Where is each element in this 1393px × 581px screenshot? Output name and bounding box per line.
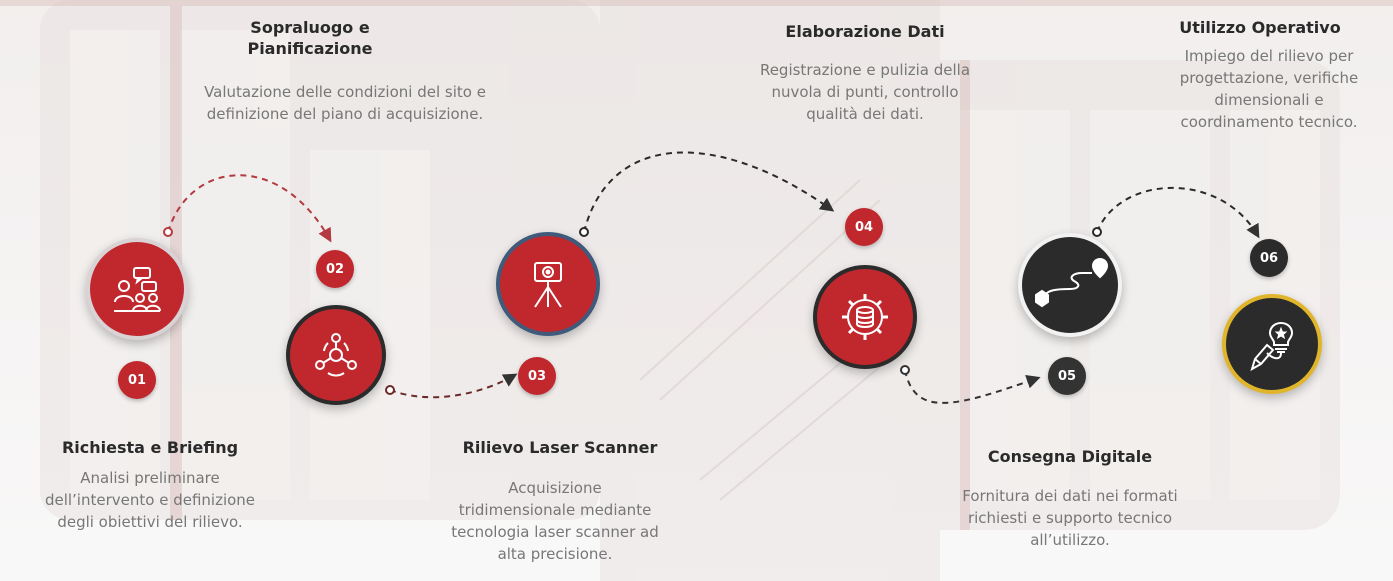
step-06-title: Utilizzo Operativo	[1179, 18, 1341, 37]
step-01-number: 01	[127, 372, 147, 388]
step-02-description: Valutazione delle condizioni del sito e …	[204, 83, 486, 123]
step-01-icon-circle	[86, 238, 188, 340]
step-04-number: 04	[854, 219, 874, 235]
step-02-title: Sopraluogo e Pianificazione	[247, 18, 373, 58]
laser-scanner-tripod-icon	[534, 262, 562, 308]
step-02-icon-circle	[286, 305, 386, 405]
step-05-icon-circle	[1018, 233, 1122, 337]
step-03-title: Rilievo Laser Scanner	[462, 438, 658, 457]
step-02-badge: 02	[316, 250, 354, 288]
step-05-number: 05	[1057, 368, 1077, 384]
step-06-icon-circle	[1222, 294, 1322, 394]
step-01-description: Analisi preliminare dell’intervento e de…	[44, 469, 256, 531]
step-04-badge: 04	[845, 208, 883, 246]
step-05-description: Fornitura dei dati nei formati richiesti…	[962, 487, 1178, 549]
meeting-people-icon	[114, 267, 161, 312]
step-04-icon-circle	[813, 265, 917, 369]
step-04-title: Elaborazione Dati	[785, 22, 945, 41]
gear-database-icon	[842, 294, 888, 340]
route-path-icon	[1035, 257, 1109, 308]
step-05-badge: 05	[1048, 357, 1086, 395]
step-01-title: Richiesta e Briefing	[61, 438, 239, 457]
step-02-number: 02	[325, 261, 345, 277]
step-05-title: Consegna Digitale	[987, 447, 1153, 466]
step-06-number: 06	[1259, 250, 1279, 266]
step-01-badge: 01	[118, 361, 156, 399]
step-03-badge: 03	[518, 357, 556, 395]
planning-network-icon	[315, 333, 357, 377]
pencil-lightbulb-icon	[1250, 321, 1294, 372]
step-03-icon-circle	[496, 232, 600, 336]
step-03-number: 03	[527, 368, 547, 384]
step-06-description: Impiego del rilievo per progettazione, v…	[1179, 47, 1359, 131]
step-06-badge: 06	[1250, 239, 1288, 277]
step-03-description: Acquisizione tridimensionale mediante te…	[451, 479, 659, 563]
step-04-description: Registrazione e pulizia della nuvola di …	[759, 61, 971, 123]
